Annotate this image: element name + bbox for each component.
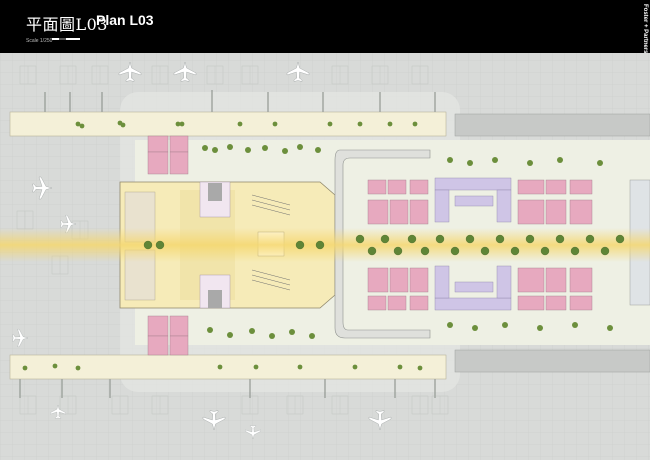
pier-connectors — [147, 135, 189, 356]
scale-bar — [52, 38, 80, 40]
central-axis — [0, 228, 650, 262]
ancillary-north — [454, 113, 650, 137]
plan-title-chinese: 平面圖L03 — [26, 15, 108, 34]
header: 平面圖L03 Plan L03 Scale 1/250 Foster + Par… — [0, 0, 650, 54]
plan-title: Plan L03 — [96, 12, 154, 28]
floor-plan — [0, 53, 650, 460]
landscape-trees — [202, 144, 613, 339]
firm-credit: Foster + Partners — [642, 4, 648, 54]
south-pier — [9, 354, 447, 380]
scale-label: Scale 1/250 — [26, 38, 53, 44]
office-blocks — [367, 179, 593, 311]
forecourt-road — [334, 149, 431, 339]
ancillary-south — [454, 349, 650, 373]
north-pier — [9, 111, 447, 137]
lilac-blocks — [434, 177, 512, 311]
axis-trees — [143, 234, 625, 256]
